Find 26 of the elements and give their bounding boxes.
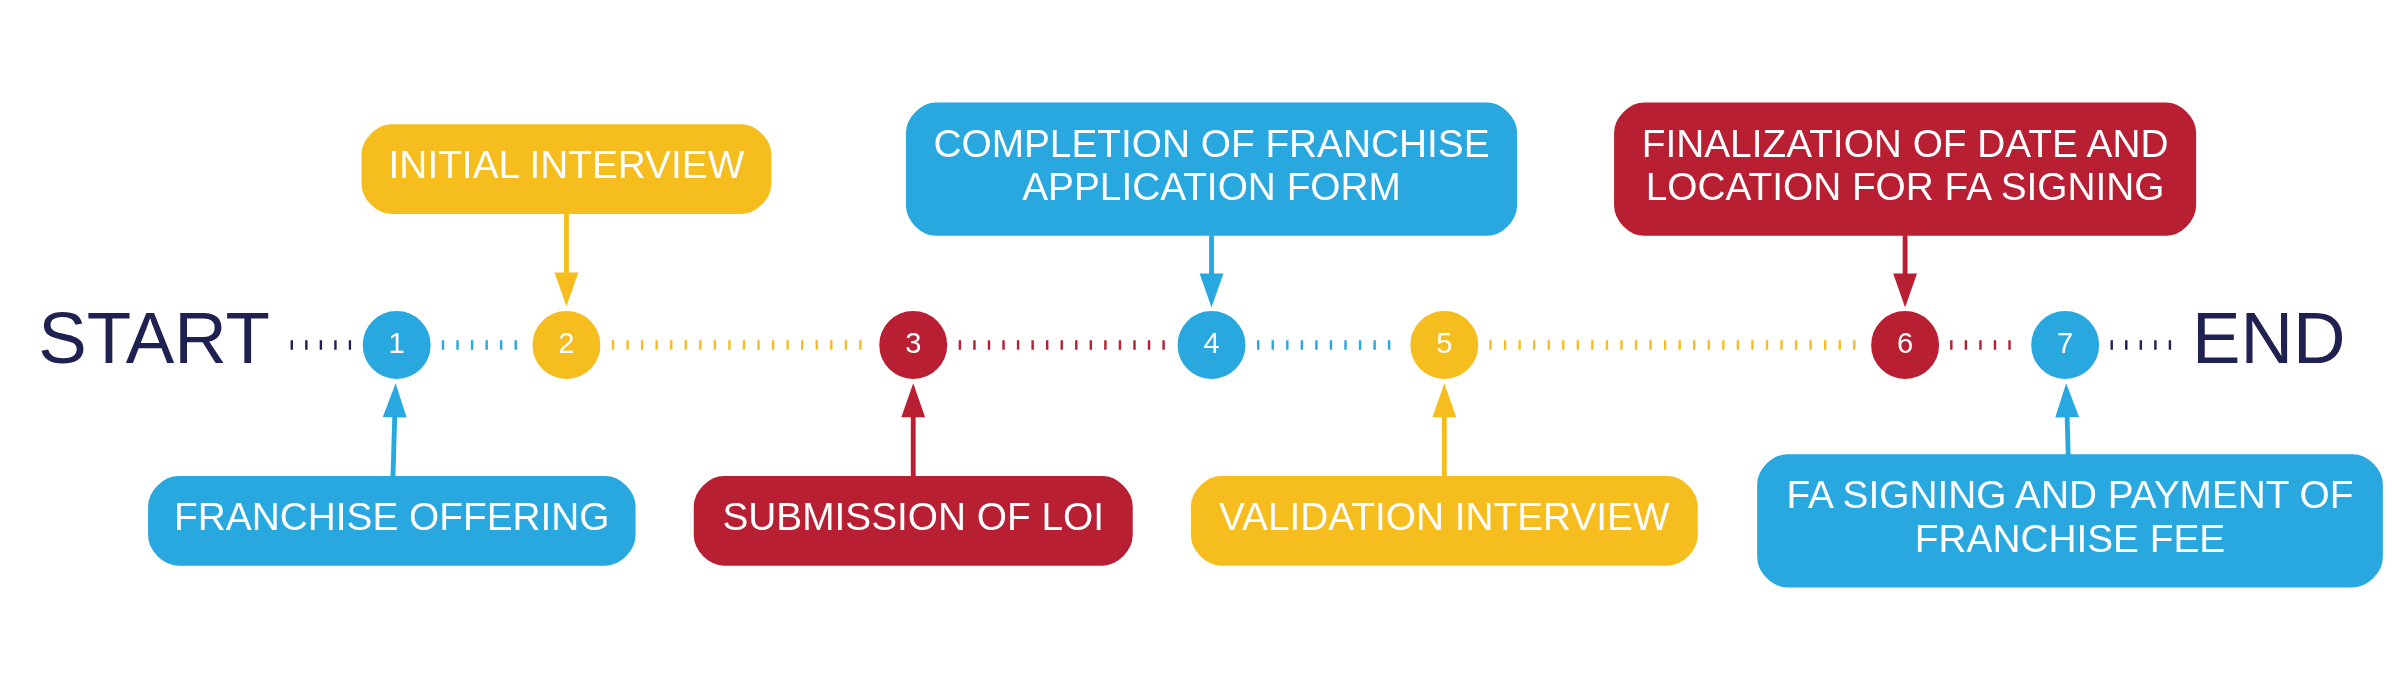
connector: [958, 339, 1167, 350]
node-box: INITIAL INTERVIEW: [361, 123, 772, 214]
node-box: COMPLETION OF FRANCHISE APPLICATION FORM: [905, 102, 1518, 236]
node-circle: 5: [1407, 308, 1481, 381]
node-circle: 7: [2028, 308, 2102, 381]
connector: [2110, 339, 2172, 350]
node-text: START: [38, 296, 271, 378]
node-box: FRANCHISE OFFERING: [148, 475, 636, 566]
node-text: END: [2192, 296, 2346, 378]
arrow: [1432, 382, 1457, 477]
node-circle: 6: [1868, 308, 1942, 381]
node-circle: 1: [360, 308, 434, 381]
node-box: FA SIGNING AND PAYMENT OF FRANCHISE FEE: [1757, 453, 2383, 587]
arrow: [2055, 382, 2080, 455]
node-box: FINALIZATION OF DATE AND LOCATION FOR FA SIGNING: [1614, 102, 2197, 236]
arrow: [554, 212, 579, 307]
arrow: [382, 382, 407, 477]
node-circle: 3: [876, 308, 950, 381]
arrow: [1893, 234, 1917, 307]
connector: [290, 339, 352, 350]
node-circle: 4: [1175, 308, 1248, 381]
node-box: SUBMISSION OF LOI: [693, 475, 1133, 566]
node-circle: 2: [530, 308, 603, 381]
arrow: [901, 382, 926, 477]
arrow: [1199, 234, 1224, 307]
node-box: VALIDATION INTERVIEW: [1190, 475, 1698, 566]
